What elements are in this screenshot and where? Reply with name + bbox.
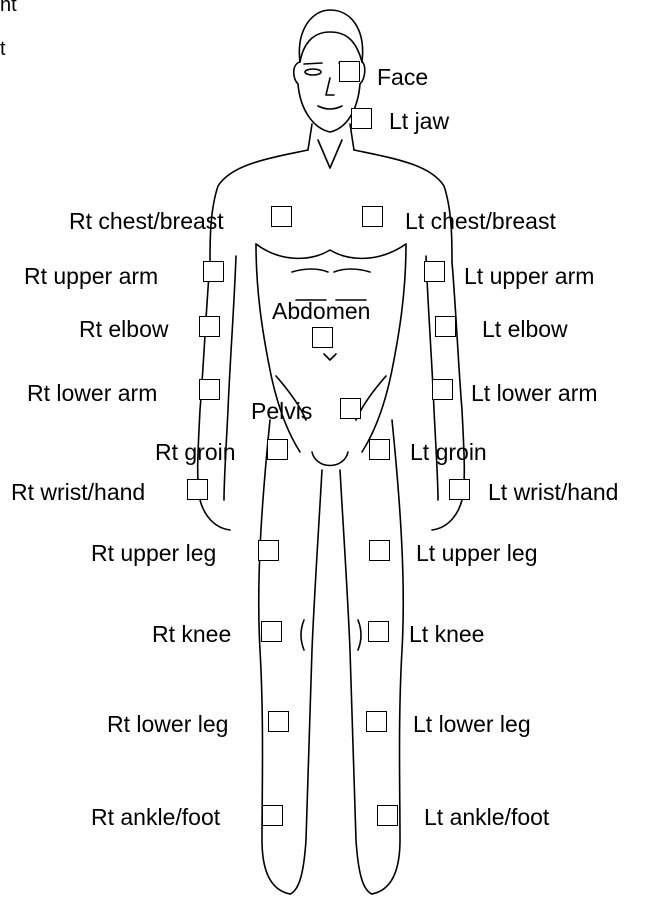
rt-elbow-checkbox[interactable] [199, 316, 220, 337]
face-label: Face [377, 64, 428, 90]
lt-wrist-hand-label: Lt wrist/hand [488, 479, 618, 505]
lt-upper-arm-checkbox[interactable] [424, 261, 445, 282]
rt-chest-label: Rt chest/breast [69, 208, 224, 234]
neck-right [308, 124, 312, 150]
lt-ankle-foot-checkbox[interactable] [377, 805, 398, 826]
abdomen-label: Abdomen [272, 298, 370, 324]
abdomen-lines [292, 269, 370, 300]
rt-ankle-foot-checkbox[interactable] [262, 805, 283, 826]
lt-lower-arm-checkbox[interactable] [432, 379, 453, 400]
lt-knee-checkbox[interactable] [368, 621, 389, 642]
rt-chest-checkbox[interactable] [271, 206, 292, 227]
rt-upper-leg-label: Rt upper leg [91, 540, 216, 566]
lt-lower-leg-checkbox[interactable] [366, 711, 387, 732]
lt-elbow-label: Lt elbow [482, 316, 568, 342]
right-leg-inner [290, 470, 322, 894]
lt-groin-label: Lt groin [410, 439, 487, 465]
rt-groin-checkbox[interactable] [267, 439, 288, 460]
rt-knee-checkbox[interactable] [261, 621, 282, 642]
lt-lower-arm-label: Lt lower arm [471, 380, 598, 406]
header-fragment-1: nt [0, 0, 17, 16]
left-leg-inner [340, 470, 372, 894]
rt-upper-arm-label: Rt upper arm [24, 263, 158, 289]
hair-line [300, 32, 362, 62]
rt-groin-label: Rt groin [155, 439, 236, 465]
rt-upper-leg-checkbox[interactable] [258, 540, 279, 561]
groin-curve [312, 452, 348, 466]
rt-lower-arm-label: Rt lower arm [27, 380, 157, 406]
rt-lower-arm-checkbox[interactable] [199, 379, 220, 400]
lt-lower-leg-label: Lt lower leg [413, 711, 531, 737]
lt-chest-label: Lt chest/breast [405, 208, 556, 234]
lt-knee-label: Lt knee [409, 621, 484, 647]
right-eye [305, 69, 321, 75]
header-fragment-2: t [0, 38, 6, 60]
lt-upper-arm-label: Lt upper arm [464, 263, 594, 289]
chest-line [256, 244, 406, 258]
lt-upper-leg-label: Lt upper leg [416, 540, 537, 566]
rt-wrist-hand-checkbox[interactable] [187, 479, 208, 500]
nose [326, 78, 334, 95]
face-checkbox[interactable] [339, 61, 360, 82]
lt-chest-checkbox[interactable] [362, 206, 383, 227]
pelvis-label: Pelvis [251, 398, 312, 424]
lt-ankle-foot-label: Lt ankle/foot [424, 804, 549, 830]
rt-knee-label: Rt knee [152, 621, 231, 647]
abdomen-checkbox[interactable] [312, 327, 333, 348]
lt-groin-checkbox[interactable] [369, 439, 390, 460]
rt-elbow-label: Rt elbow [79, 316, 168, 342]
rt-ankle-foot-label: Rt ankle/foot [91, 804, 220, 830]
lt-jaw-checkbox[interactable] [351, 108, 372, 129]
lt-jaw-label: Lt jaw [389, 108, 449, 134]
lt-upper-leg-checkbox[interactable] [369, 540, 390, 561]
rt-lower-leg-label: Rt lower leg [107, 711, 228, 737]
rt-upper-arm-checkbox[interactable] [203, 261, 224, 282]
right-brow [304, 63, 322, 64]
left-torso [362, 244, 406, 452]
lt-wrist-hand-checkbox[interactable] [449, 479, 470, 500]
rt-wrist-hand-label: Rt wrist/hand [11, 479, 145, 505]
pelvis-checkbox[interactable] [340, 398, 361, 419]
neck-muscle [318, 140, 342, 168]
knee-marks [301, 620, 361, 650]
mouth [318, 106, 342, 109]
rt-lower-leg-checkbox[interactable] [268, 711, 289, 732]
navel [324, 354, 336, 360]
lt-elbow-checkbox[interactable] [435, 316, 456, 337]
